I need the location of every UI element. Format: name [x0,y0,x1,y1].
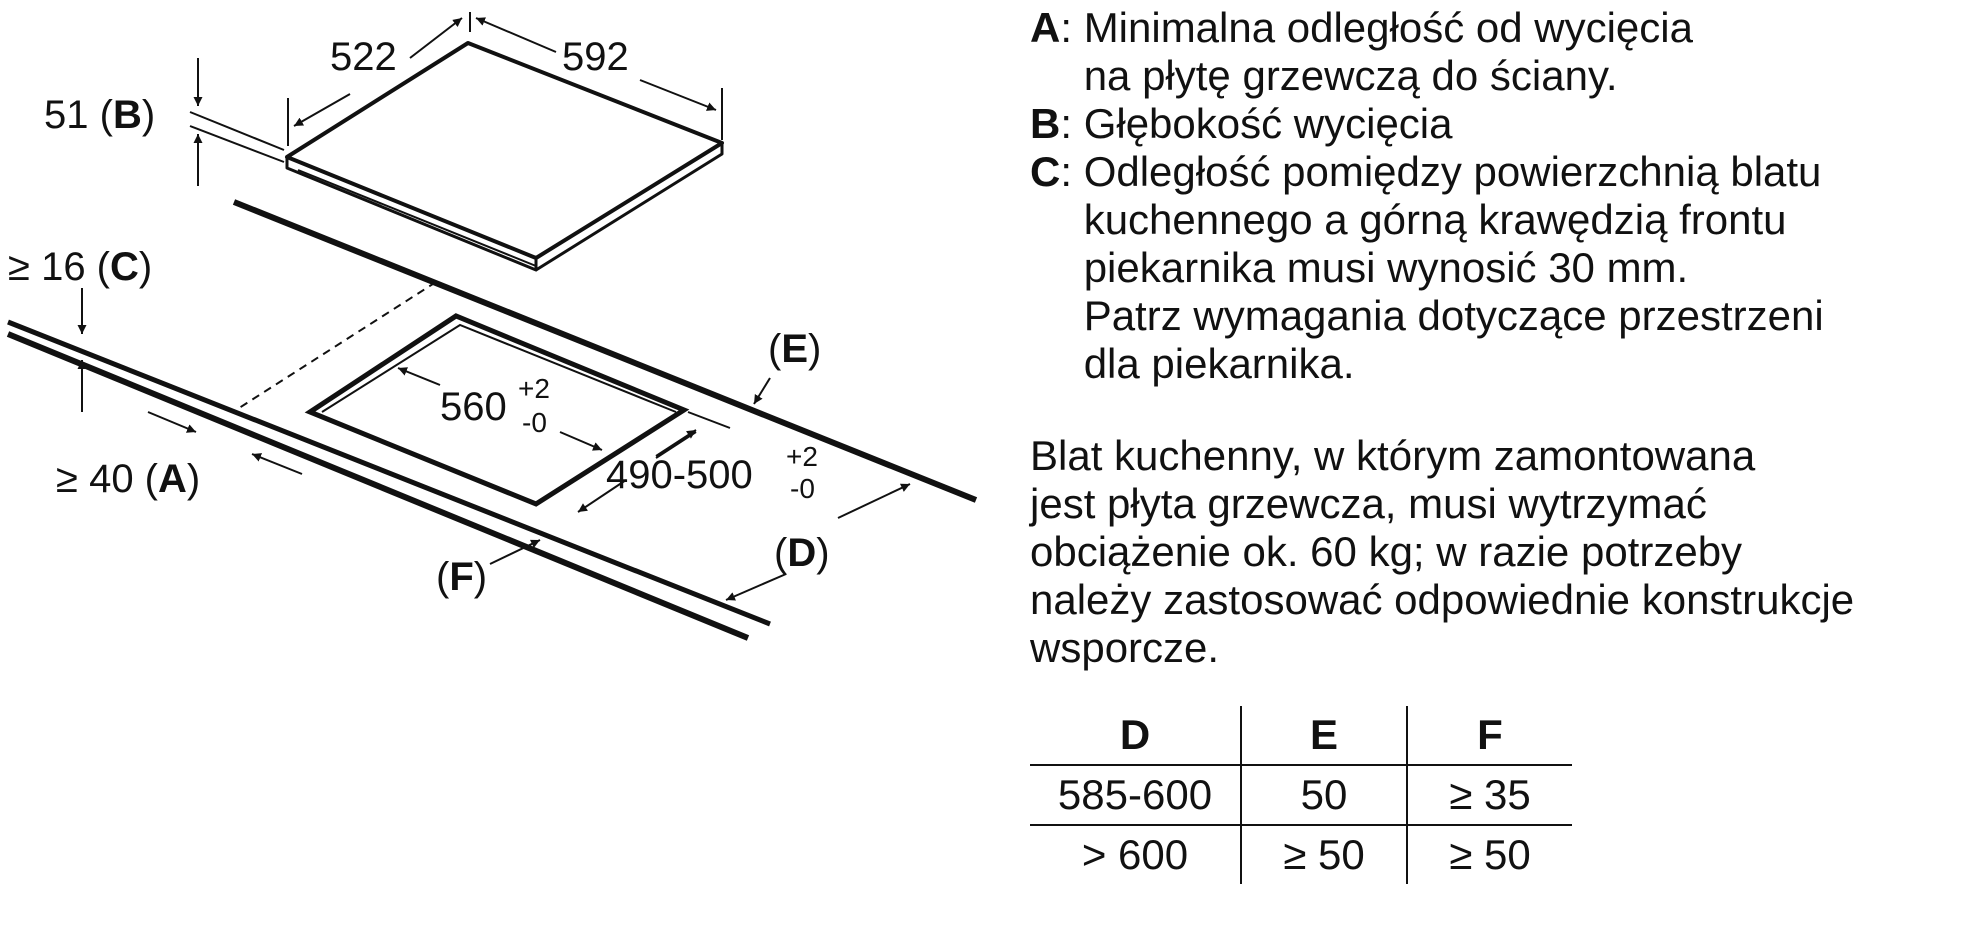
legend-key: A [1030,4,1061,51]
table-cell: ≥ 35 [1407,765,1572,826]
dimension-table: D E F 585-600 50 ≥ 35 > 600 ≥ 50 ≥ 50 [1030,706,1572,884]
hob-depth-label: 522 [330,35,397,79]
table-cell: > 600 [1030,825,1242,884]
legend-separator: : [1060,4,1084,51]
leader-f [489,539,541,565]
table-cell: ≥ 50 [1241,825,1408,884]
legend: A: Minimalna odległość od wycięcia na pł… [1030,4,1960,388]
dimension-522 [287,17,463,146]
hob-outline [285,41,724,272]
label-e: (E) [768,327,821,371]
worktop-back-edge [232,199,978,503]
label-f: (F) [436,555,487,599]
table-cell: ≥ 50 [1449,831,1531,878]
installation-diagram: 592 522 51 (B) ≥ 16 (C) ≥ 40 (A) 560 +2 … [6,12,978,641]
legend-text: Odległość pomiędzy powierzchnią blatu ku… [1083,148,1824,387]
table-header-e: E [1241,706,1408,766]
cutout-width-tolerance-plus: +2 [518,373,550,404]
dimension-490-500 [577,411,731,513]
dashed-guide [235,281,437,411]
gap-c-label: ≥ 16 (C) [8,245,152,289]
dimension-592 [469,12,723,140]
cutout-depth-label: 490-500 [606,453,753,497]
legend-separator: : [1060,100,1084,147]
cutout-width-label: 560 [440,385,507,429]
dimension-d [725,483,911,601]
table-row: > 600 ≥ 50 ≥ 50 [1030,825,1572,884]
worktop-front-edge-top [7,319,771,627]
dimension-560 [397,367,603,451]
depth-b-label: 51 (B) [44,93,155,137]
legend-item-b: B: Głębokość wycięcia [1030,100,1960,148]
table-header-row: D E F [1030,706,1572,766]
gap-a-label: ≥ 40 (A) [56,457,200,501]
table-cell: 585-600 [1030,765,1242,826]
table-row: 585-600 50 ≥ 35 [1030,765,1572,826]
legend-separator: : [1060,148,1084,195]
legend-item-c: C: Odległość pomiędzy powierzchnią blatu… [1030,148,1960,388]
label-d: (D) [774,531,830,575]
legend-item-a: A: Minimalna odległość od wycięcia na pł… [1030,4,1960,100]
hob-width-label: 592 [562,35,629,79]
table-cell: 50 [1241,765,1408,826]
legend-text: Minimalna odległość od wycięcia na płytę… [1083,4,1693,99]
worktop-front-edge-bottom [6,331,750,641]
table-header-f: F [1407,706,1572,766]
table-header-d: D [1030,706,1242,766]
dimension-51 [189,58,285,186]
leader-e [753,377,771,405]
legend-key: B [1030,100,1061,147]
cutout-depth-tolerance-minus: -0 [790,473,815,504]
cutout-outline [304,313,690,507]
legend-text: Głębokość wycięcia [1083,100,1453,147]
cutout-width-tolerance-minus: -0 [522,407,547,438]
dimension-40 [147,411,303,475]
load-note: Blat kuchenny, w którym zamontowana jest… [1030,432,1855,671]
legend-key: C [1030,148,1061,195]
cutout-depth-tolerance-plus: +2 [786,441,818,472]
